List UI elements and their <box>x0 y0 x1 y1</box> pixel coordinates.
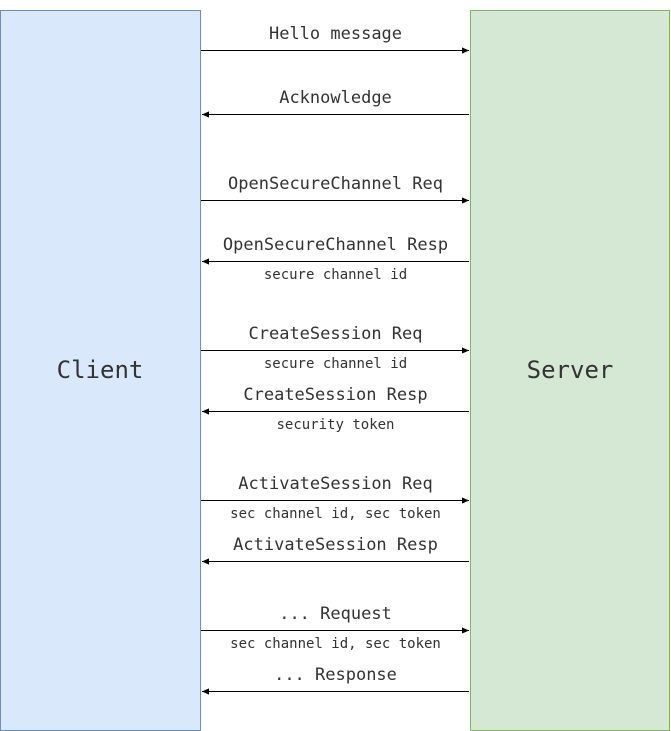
message-to-client: CreateSession Resp security token <box>202 385 469 433</box>
message-to-server: Hello message <box>201 24 469 54</box>
server-label: Server <box>527 356 614 384</box>
message-label: OpenSecureChannel Resp <box>223 235 448 255</box>
message-label: Acknowledge <box>279 88 392 108</box>
message-to-client: OpenSecureChannel Resp secure channel id <box>202 235 469 283</box>
message-to-client: ... Response <box>202 665 469 695</box>
client-label: Client <box>57 356 144 384</box>
message-to-server: ... Request sec channel id, sec token <box>201 604 469 652</box>
client-box <box>0 10 201 731</box>
message-to-client: ActivateSession Resp <box>202 535 469 565</box>
message-sublabel: secure channel id <box>264 267 407 283</box>
message-label: ActivateSession Resp <box>233 535 438 555</box>
message-sublabel: security token <box>276 417 394 433</box>
message-to-server: CreateSession Req secure channel id <box>201 324 469 372</box>
server-box <box>470 10 670 731</box>
message-label: ... Request <box>279 604 392 624</box>
message-label: ActivateSession Req <box>238 474 432 494</box>
message-sublabel: sec channel id, sec token <box>230 636 441 652</box>
message-to-server: OpenSecureChannel Req <box>201 174 469 204</box>
message-label: OpenSecureChannel Req <box>228 174 443 194</box>
message-sublabel: secure channel id <box>264 356 407 372</box>
message-label: Hello message <box>269 24 402 44</box>
message-label: ... Response <box>274 665 397 685</box>
message-label: CreateSession Req <box>249 324 423 344</box>
message-label: CreateSession Resp <box>243 385 427 405</box>
message-to-server: ActivateSession Req sec channel id, sec t… <box>201 474 469 522</box>
message-sublabel: sec channel id, sec token <box>230 506 441 522</box>
message-list: Hello messageAcknowledgeOpenSecureChanne… <box>201 24 469 695</box>
message-to-client: Acknowledge <box>202 88 469 118</box>
